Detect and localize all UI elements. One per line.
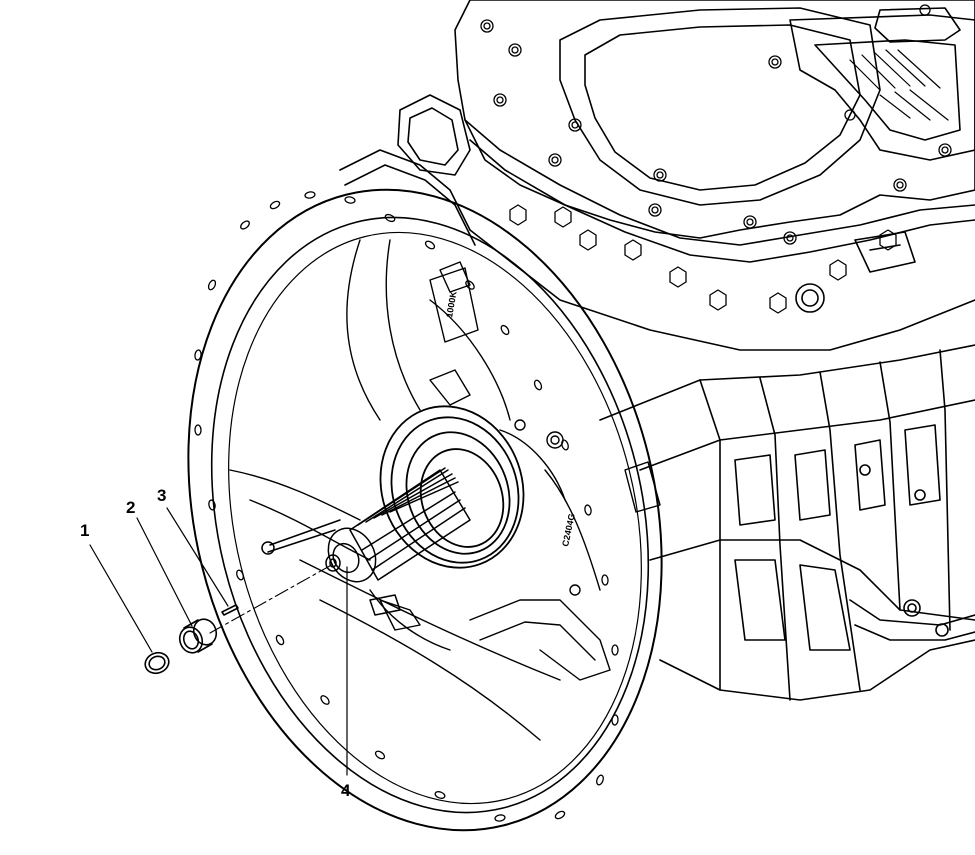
input-shaft	[261, 467, 471, 616]
bell-housing-interior	[229, 239, 611, 741]
leader-line-2	[136, 517, 193, 627]
leader-lines	[89, 507, 348, 776]
callout-3: 3	[157, 486, 166, 505]
part-code-marking: C2404G	[560, 513, 577, 548]
exploded-parts	[144, 604, 239, 675]
upper-housing-boss	[339, 94, 476, 246]
callout-1: 1	[80, 521, 89, 540]
gearbox-case	[469, 229, 975, 701]
bearing-retainer	[379, 405, 525, 569]
bell-housing	[187, 188, 663, 832]
callout-4: 4	[341, 781, 351, 800]
snap-ring	[144, 651, 170, 675]
callout-2: 2	[126, 498, 135, 517]
top-cover	[454, 0, 975, 314]
leader-line-1	[89, 544, 153, 653]
flange-bolt-slots	[194, 191, 619, 822]
pilot-bushing	[178, 618, 218, 654]
leader-line-3	[166, 507, 229, 607]
assembly-axis-line	[209, 562, 336, 634]
dowel-pin	[221, 604, 239, 616]
casting-mark: 1000K	[444, 290, 459, 318]
